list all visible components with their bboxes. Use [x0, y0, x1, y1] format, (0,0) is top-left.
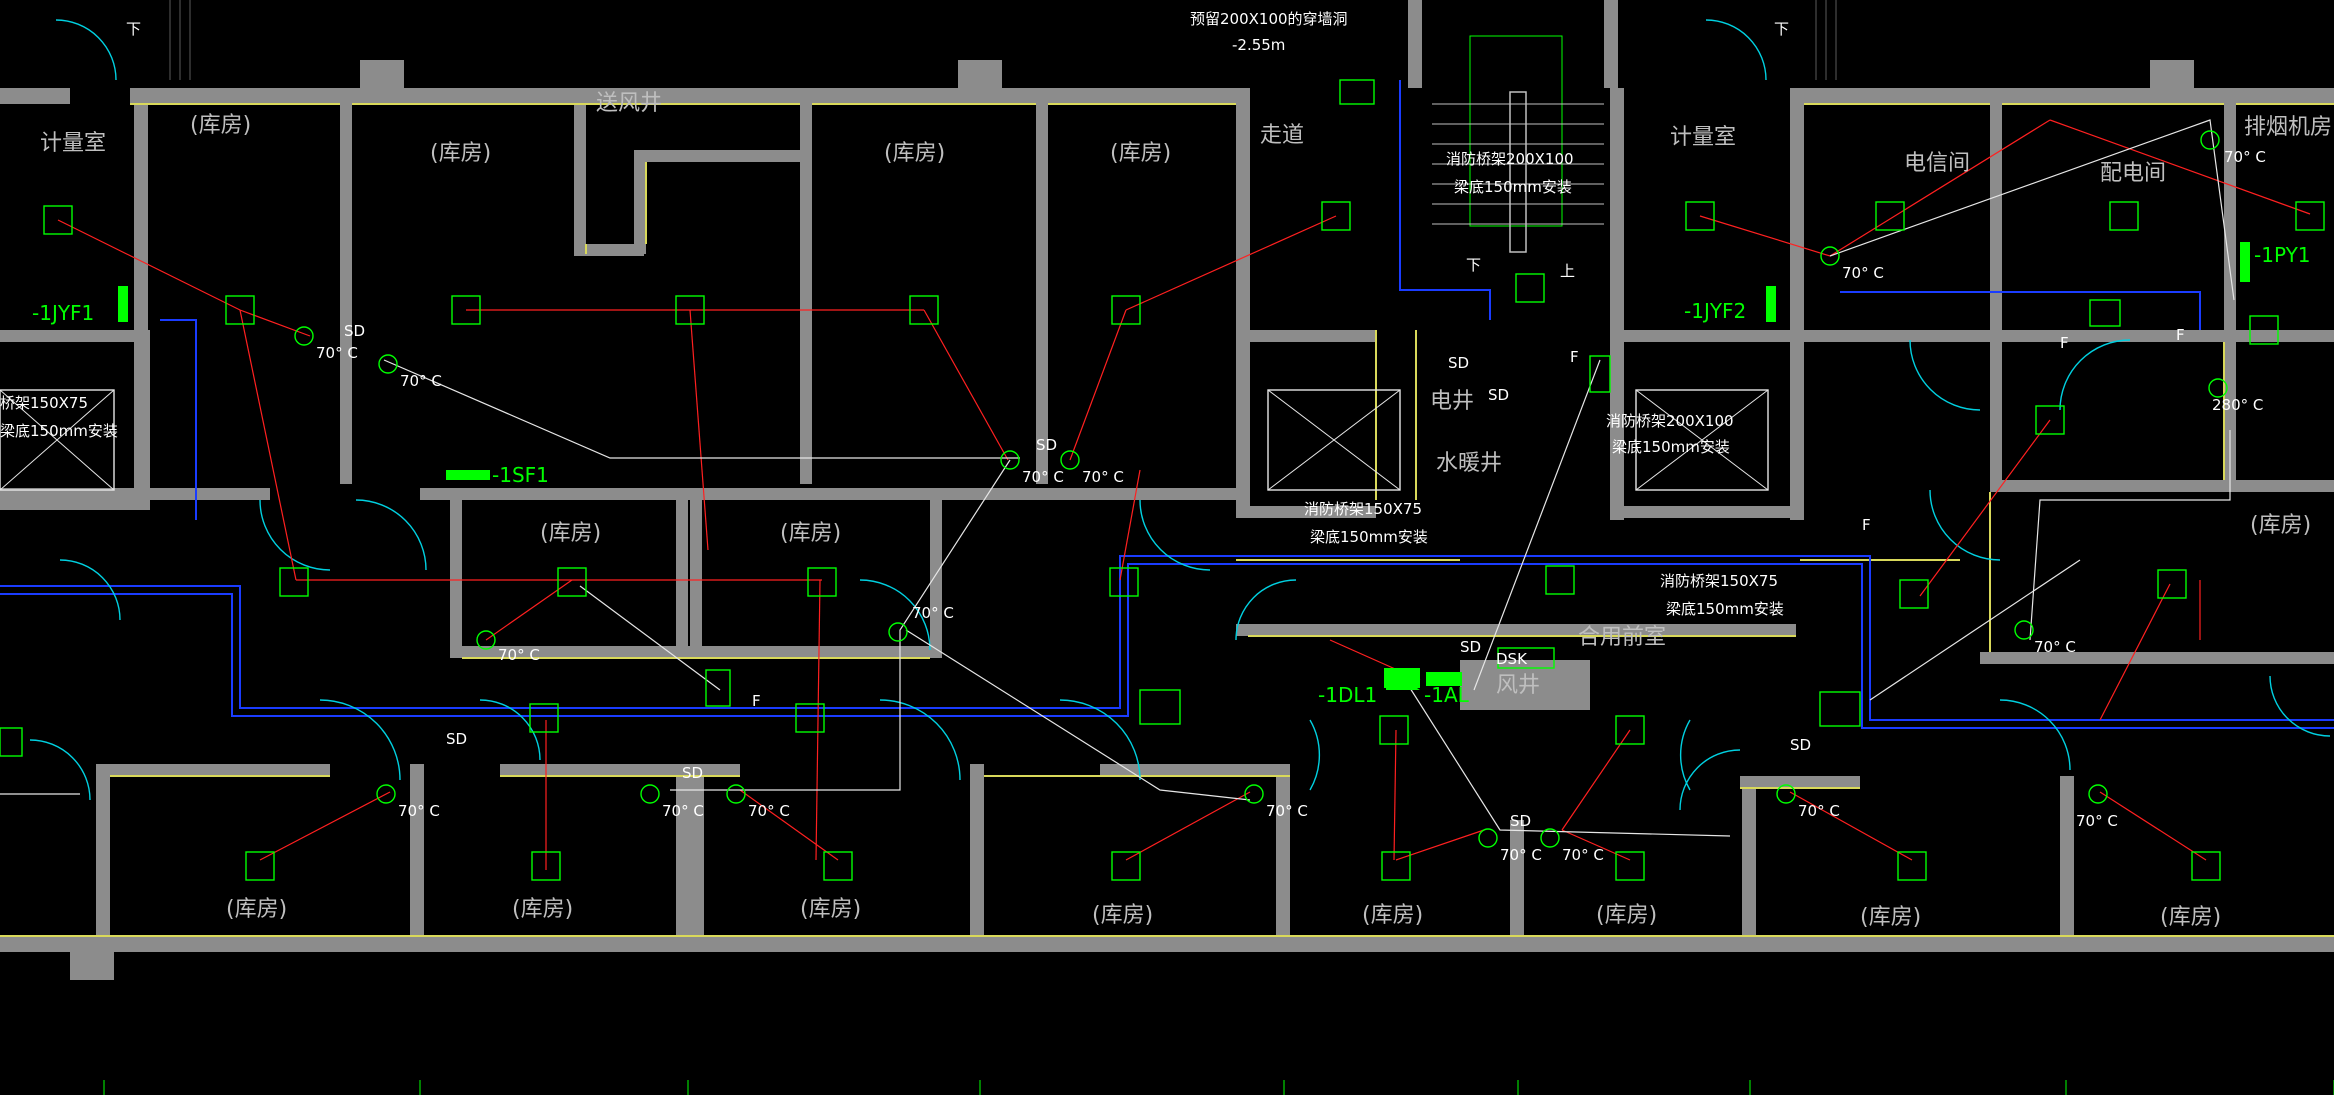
room-label: (库房)	[190, 113, 251, 138]
room-label: (库房)	[2160, 905, 2221, 930]
tray-note: 梁底150mm安装	[1612, 438, 1730, 456]
equipment-units	[118, 242, 2250, 688]
temp-marker: 70° C	[1266, 802, 1308, 820]
room-label: 电信间	[1904, 151, 1970, 176]
room-label: (库房)	[1362, 903, 1423, 928]
temp-marker: 70° C	[1500, 846, 1542, 864]
sd-marker: SD	[1510, 812, 1531, 830]
stair-marker: 下	[1466, 256, 1481, 274]
stair-elevator-layer	[0, 35, 1769, 491]
room-label: (库房)	[512, 897, 573, 922]
temp-marker: 70° C	[1022, 468, 1064, 486]
room-label: 合用前室	[1578, 625, 1666, 650]
room-label: (库房)	[1092, 903, 1153, 928]
room-label: (库房)	[780, 521, 841, 546]
temp-marker: 70° C	[662, 802, 704, 820]
white-line-layer	[0, 119, 2235, 837]
temp-marker: 70° C	[2224, 148, 2266, 166]
sd-marker: SD	[1460, 638, 1481, 656]
tray-note: 梁底150mm安装	[0, 422, 118, 440]
sd-marker: SD	[446, 730, 467, 748]
sd-marker: SD	[1790, 736, 1811, 754]
temp-marker: 70° C	[1082, 468, 1124, 486]
equipment-label: -1DL1	[1318, 683, 1377, 707]
room-label: (库房)	[884, 141, 945, 166]
room-label: (库房)	[1596, 903, 1657, 928]
temp-marker: 70° C	[748, 802, 790, 820]
sd-marker: SD	[1448, 354, 1469, 372]
heat-detectors	[294, 130, 2228, 848]
f-marker: F	[1862, 516, 1871, 534]
temp-marker: 70° C	[2076, 812, 2118, 830]
wall-line-layer	[0, 103, 2334, 937]
room-label: (库房)	[800, 897, 861, 922]
room-label: (库房)	[1110, 141, 1171, 166]
f-marker: F	[1570, 348, 1579, 366]
room-label: 电井	[1430, 389, 1474, 414]
temp-marker: 70° C	[498, 646, 540, 664]
equipment-label: -1JYF2	[1684, 299, 1746, 323]
room-label: (库房)	[1860, 905, 1921, 930]
equipment-label: -1PY1	[2254, 243, 2311, 267]
room-label: (库房)	[2250, 513, 2311, 538]
temp-marker: 70° C	[912, 604, 954, 622]
sd-marker: SD	[1488, 386, 1509, 404]
tray-note: 梁底150mm安装	[1454, 178, 1572, 196]
temp-marker: 280° C	[2212, 396, 2263, 414]
stair-marker: 下	[1774, 20, 1789, 38]
stair-marker: 上	[1560, 262, 1575, 280]
equipment-label: -1JYF1	[32, 301, 94, 325]
equipment-label: -1AL	[1424, 683, 1470, 707]
f-marker: F	[752, 692, 761, 710]
sd-marker: SD	[1036, 436, 1057, 454]
room-label: (库房)	[540, 521, 601, 546]
equipment-label: -1SF1	[492, 463, 549, 487]
room-label: 走道	[1260, 123, 1304, 148]
temp-marker: 70° C	[2034, 638, 2076, 656]
equipment-label: DSK	[1496, 650, 1528, 668]
temp-marker: 70° C	[1798, 802, 1840, 820]
room-label: 计量室	[1670, 125, 1736, 150]
sd-marker: SD	[344, 322, 365, 340]
tray-note: 梁底150mm安装	[1666, 600, 1784, 618]
room-label: 配电间	[2100, 161, 2166, 186]
tray-note: 消防桥架200X100	[1446, 150, 1574, 168]
device-layer	[0, 79, 2325, 881]
room-label: 风井	[1496, 673, 1540, 698]
axis-tick-layer	[103, 0, 2334, 1095]
room-label: (库房)	[430, 141, 491, 166]
tray-note: 桥架150X75	[0, 394, 88, 412]
room-label: 送风井	[596, 91, 662, 116]
temp-marker: 70° C	[398, 802, 440, 820]
wall-opening-note: 预留200X100的穿墙洞	[1190, 10, 1348, 28]
cable-tray-layer	[0, 80, 2334, 729]
equipment-label-layer: -1JYF1 -1SF1 -1JYF2 -1PY1 -1DL1 -1AL DSK	[32, 243, 2311, 707]
room-label: 计量室	[40, 131, 106, 156]
temp-marker: 70° C	[316, 344, 358, 362]
sd-marker: SD	[682, 764, 703, 782]
door-layer	[29, 19, 2331, 811]
tray-note: 梁底150mm安装	[1310, 528, 1428, 546]
room-label: 排烟机房	[2244, 115, 2332, 140]
smoke-detectors	[0, 201, 2325, 881]
tray-note: 消防桥架150X75	[1304, 500, 1422, 518]
wall-layer	[0, 0, 2334, 980]
tray-note: 消防桥架200X100	[1606, 412, 1734, 430]
marker-layer: SD SD SD SD SD SD SD SD SD 70° C 70° C 7…	[126, 20, 2266, 864]
f-marker: F	[2176, 326, 2185, 344]
temp-marker: 70° C	[1842, 264, 1884, 282]
temp-marker: 70° C	[1562, 846, 1604, 864]
elevation-note: -2.55m	[1232, 36, 1285, 54]
room-label-layer: 计量室 (库房) (库房) 送风井 (库房) (库房) 走道 (库房) (库房)…	[40, 91, 2332, 930]
stair-marker: 下	[126, 20, 141, 38]
tray-note: 消防桥架150X75	[1660, 572, 1778, 590]
annotation-layer: 预留200X100的穿墙洞 -2.55m 消防桥架200X100 梁底150mm…	[0, 10, 1784, 618]
temp-marker: 70° C	[400, 372, 442, 390]
f-marker: F	[2060, 334, 2069, 352]
room-label: 水暖井	[1436, 451, 1502, 476]
room-label: (库房)	[226, 897, 287, 922]
